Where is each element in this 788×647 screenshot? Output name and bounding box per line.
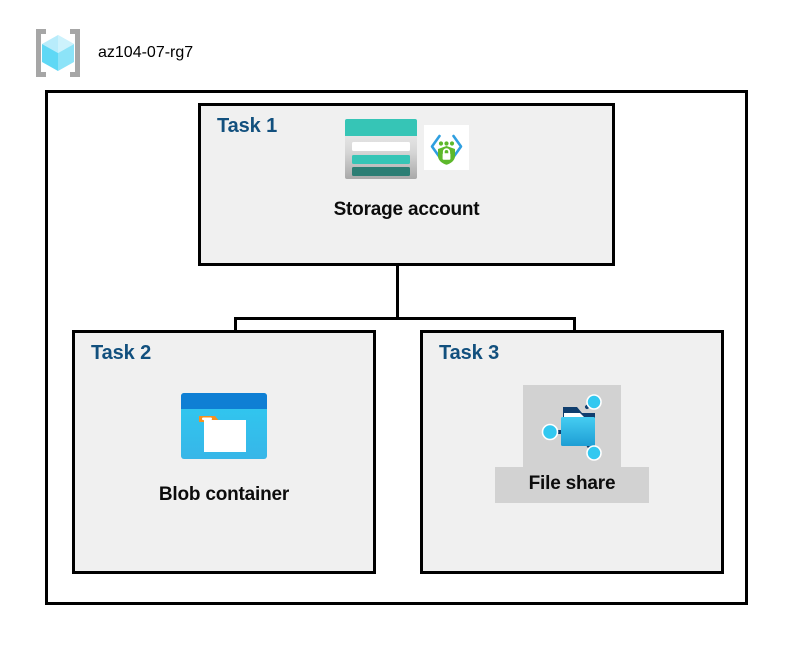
storage-account-caption: Storage account bbox=[333, 199, 480, 220]
storage-account-icon-row bbox=[344, 118, 469, 190]
node-blob-container[interactable]: Blob container bbox=[72, 392, 376, 506]
azure-storage-account-icon bbox=[345, 119, 417, 179]
file-share-caption: File share bbox=[494, 467, 650, 503]
azure-file-share-icon bbox=[541, 394, 602, 461]
node-file-share[interactable]: File share bbox=[420, 385, 724, 503]
node-storage-account[interactable]: Storage account bbox=[198, 118, 615, 221]
connector-storage-to-bus bbox=[396, 266, 399, 319]
azure-resource-group-icon bbox=[36, 29, 80, 77]
azure-blob-container-icon bbox=[181, 393, 267, 459]
task-2-label: Task 2 bbox=[91, 342, 152, 364]
task-1-label: Task 1 bbox=[217, 115, 278, 137]
connector-bus-horizontal bbox=[234, 317, 576, 320]
resource-group-header: az104-07-rg7 bbox=[30, 27, 193, 79]
azure-private-endpoint-icon bbox=[424, 125, 469, 170]
resource-group-name: az104-07-rg7 bbox=[98, 44, 194, 61]
blob-container-caption: Blob container bbox=[158, 484, 290, 505]
task-3-label: Task 3 bbox=[439, 342, 500, 364]
file-share-icon-highlight bbox=[523, 385, 621, 467]
